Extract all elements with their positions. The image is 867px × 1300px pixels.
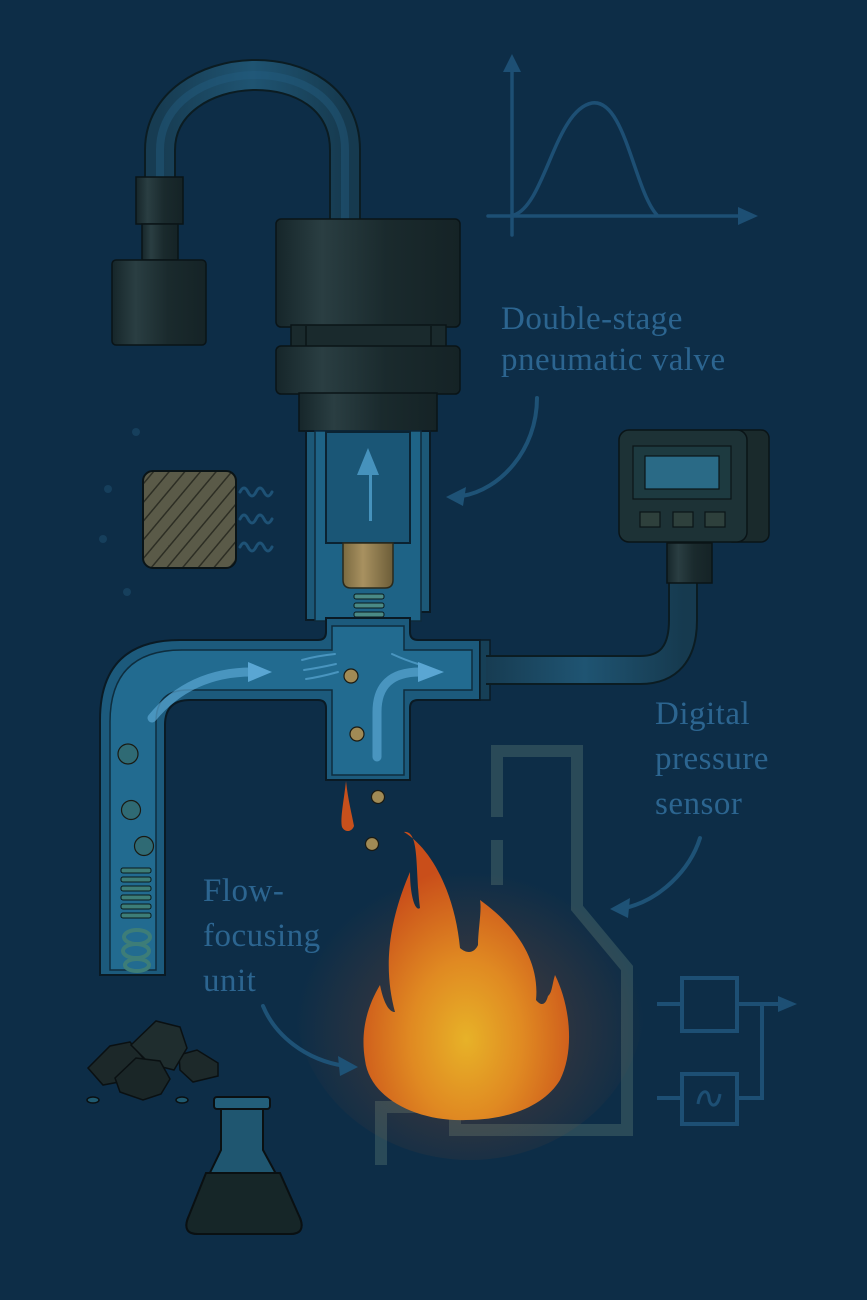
label-line: focusing (203, 918, 321, 954)
pointer-arrow-sensor (623, 836, 702, 910)
label-line: Double-stage (501, 301, 683, 337)
flame (363, 831, 570, 1121)
label-digital-pressure-sensor: Digital pressure sensor (655, 692, 769, 827)
porous-filter-block (142, 470, 237, 569)
coal-lumps (86, 1020, 219, 1104)
label-line: pneumatic valve (501, 342, 726, 378)
flow-arrow-head-icon (248, 662, 272, 682)
flask-liquid (185, 1172, 303, 1235)
air-hose (144, 59, 361, 222)
erlenmeyer-flask (185, 1096, 303, 1235)
sine-wave-icon (696, 1090, 722, 1107)
curved-flow-arrow-right (372, 667, 425, 762)
up-arrow-icon (357, 448, 379, 521)
label-flow-focusing-unit: Flow- focusing unit (203, 869, 321, 1004)
pipe-spring (120, 867, 152, 973)
fuel-droplet (341, 781, 354, 832)
brass-plunger (342, 542, 394, 589)
pointer-arrows (261, 396, 702, 1068)
oscillator-block (680, 1072, 739, 1126)
inset-graph (486, 54, 758, 237)
valve-body (305, 430, 431, 654)
x-axis-arrow-icon (738, 207, 758, 225)
flow-arrow-head-icon (418, 662, 444, 682)
curved-flow-arrow-left (147, 667, 257, 723)
pointer-arrow-valve (460, 396, 539, 498)
arrowhead-icon (610, 898, 630, 918)
heat-waves-icon (238, 486, 274, 553)
square-block (680, 976, 739, 1033)
valve-actuator (275, 218, 461, 432)
pressure-sensor-device (618, 429, 770, 543)
y-axis-arrow-icon (503, 54, 521, 72)
arrowhead-icon (446, 487, 466, 506)
sensor-button-2 (672, 511, 694, 528)
label-double-stage-valve: Double-stage pneumatic valve (501, 297, 726, 383)
lcd-screen (644, 455, 720, 490)
label-line: Digital (655, 696, 751, 732)
sensor-button-3 (704, 511, 726, 528)
bubbles (99, 428, 140, 596)
label-line: pressure (655, 741, 769, 777)
sensor-cable (486, 542, 713, 685)
bell-curve (512, 101, 659, 217)
block-diagram (657, 976, 797, 1126)
pointer-arrow-flow-unit (261, 1004, 347, 1068)
arrowhead-icon (338, 1056, 358, 1076)
output-arrow-icon (778, 996, 797, 1012)
label-line: unit (203, 963, 257, 999)
sensor-button-1 (639, 511, 661, 528)
label-line: sensor (655, 786, 743, 822)
flow-arrows (147, 653, 444, 762)
particles (117, 668, 386, 857)
label-line: Flow- (203, 873, 285, 909)
hose-end-cap (111, 176, 207, 346)
